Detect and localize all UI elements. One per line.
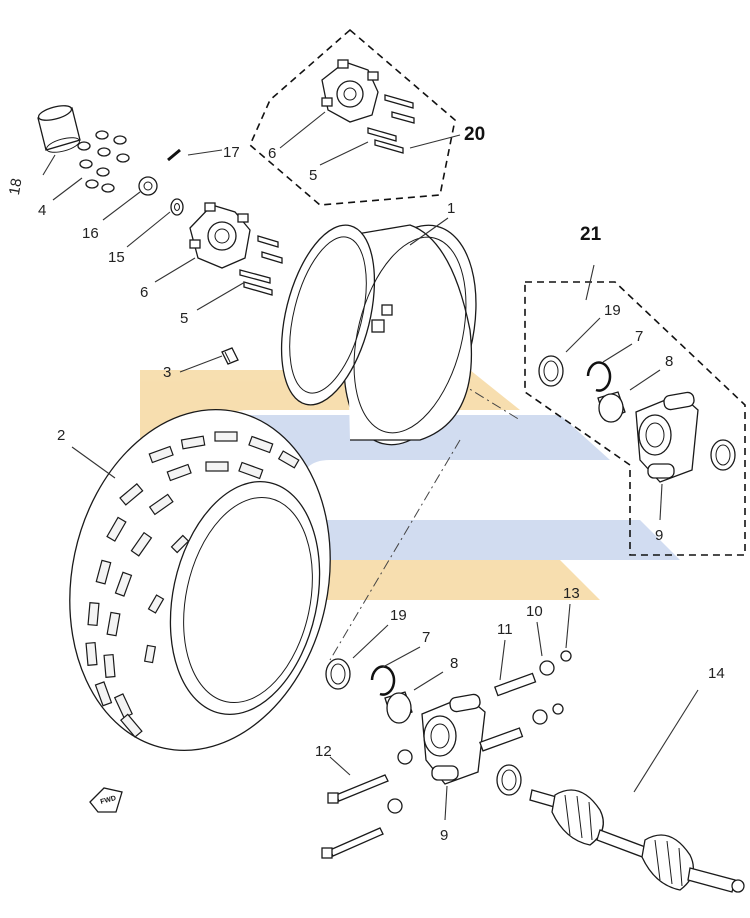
wheel-studs-box20	[367, 94, 415, 154]
bearing-box21	[597, 391, 626, 423]
label-6-box20: 6	[268, 145, 276, 162]
wheel-hub-box20	[321, 59, 379, 123]
group-box-20	[249, 28, 456, 206]
seal-box21	[538, 355, 564, 387]
label-6: 6	[140, 284, 148, 301]
label-21: 21	[580, 224, 602, 245]
label-8-lower: 8	[450, 655, 458, 672]
label-5: 5	[180, 310, 188, 327]
watermark-blue-shape	[240, 415, 680, 560]
bolts	[321, 749, 413, 859]
label-9-lower: 9	[440, 827, 448, 844]
part-labels: 18 4 17 16 15 6 5 6 5 20 1 3 2 21 19 7 8…	[6, 124, 725, 844]
label-7-lower: 7	[422, 629, 430, 646]
label-8-box21: 8	[665, 353, 673, 370]
drive-shaft	[529, 789, 745, 893]
lug-nuts	[77, 130, 130, 193]
hub-cap	[37, 105, 81, 153]
forward-badge-text: FWD	[100, 795, 117, 806]
knuckle-box21	[635, 391, 699, 483]
seal-box21-right	[710, 439, 736, 471]
cotter-pin	[167, 148, 181, 162]
tire	[69, 409, 331, 751]
label-2: 2	[57, 427, 65, 444]
bearing-lower	[384, 691, 413, 724]
forward-direction-badge: FWD	[89, 787, 123, 813]
washer	[170, 198, 184, 216]
wheel-studs	[239, 235, 283, 296]
seal-lower	[325, 658, 351, 690]
label-19-lower: 19	[390, 607, 407, 624]
label-15: 15	[108, 249, 125, 266]
label-10: 10	[526, 603, 543, 620]
valve-stem	[221, 347, 239, 365]
label-18: 18	[6, 177, 26, 196]
label-11: 11	[497, 621, 513, 638]
snap-ring-box21	[586, 361, 612, 392]
label-3: 3	[163, 364, 171, 381]
knuckle-lower	[421, 693, 486, 785]
snap-ring-lower	[370, 665, 396, 696]
label-14: 14	[708, 665, 725, 682]
label-12: 12	[315, 743, 332, 760]
label-16: 16	[82, 225, 99, 242]
label-20: 20	[464, 124, 485, 145]
label-7-box21: 7	[635, 328, 643, 345]
wheel-hub	[189, 202, 251, 269]
seal-lower-right	[496, 764, 522, 796]
label-17: 17	[223, 144, 240, 161]
pins	[479, 672, 537, 752]
label-13: 13	[563, 585, 580, 602]
label-1: 1	[447, 200, 455, 217]
nuts-right	[532, 650, 572, 725]
axis-line-lower	[329, 439, 461, 661]
label-4: 4	[38, 202, 46, 219]
leader-lines	[42, 111, 699, 821]
label-9-box21: 9	[655, 527, 663, 544]
castle-nut	[138, 176, 158, 196]
label-5-box20: 5	[309, 167, 317, 184]
wheel-rim	[280, 224, 477, 446]
label-19-box21: 19	[604, 302, 621, 319]
